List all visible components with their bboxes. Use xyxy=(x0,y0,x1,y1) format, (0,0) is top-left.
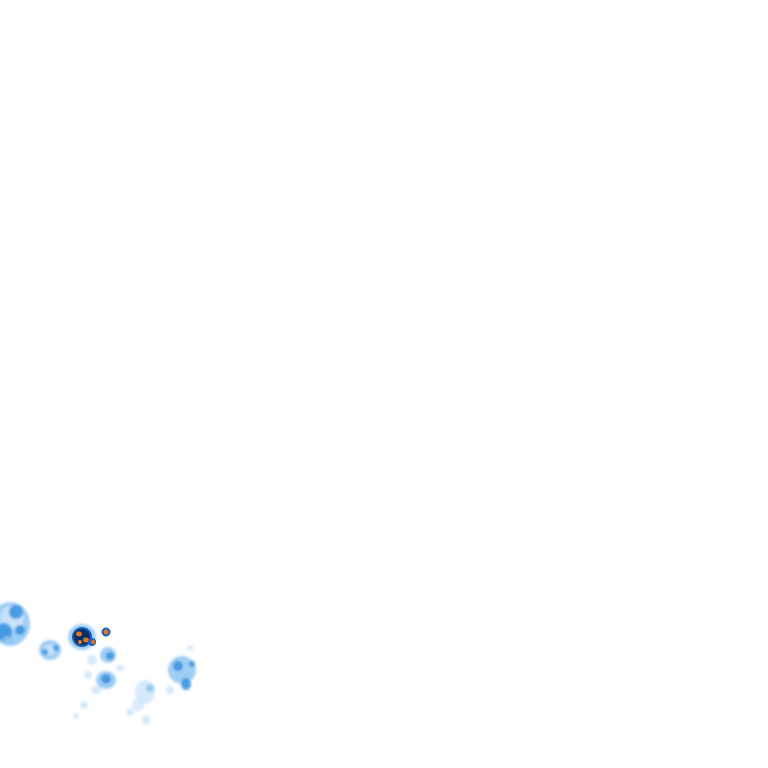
rain-cell-west xyxy=(0,602,30,646)
rain-cell-east xyxy=(166,645,196,694)
rain-scatter-central xyxy=(84,647,124,694)
rain-scatter-south xyxy=(73,680,155,725)
rain-cell-small-ring xyxy=(39,640,61,660)
storm-cell-intense xyxy=(68,624,111,650)
